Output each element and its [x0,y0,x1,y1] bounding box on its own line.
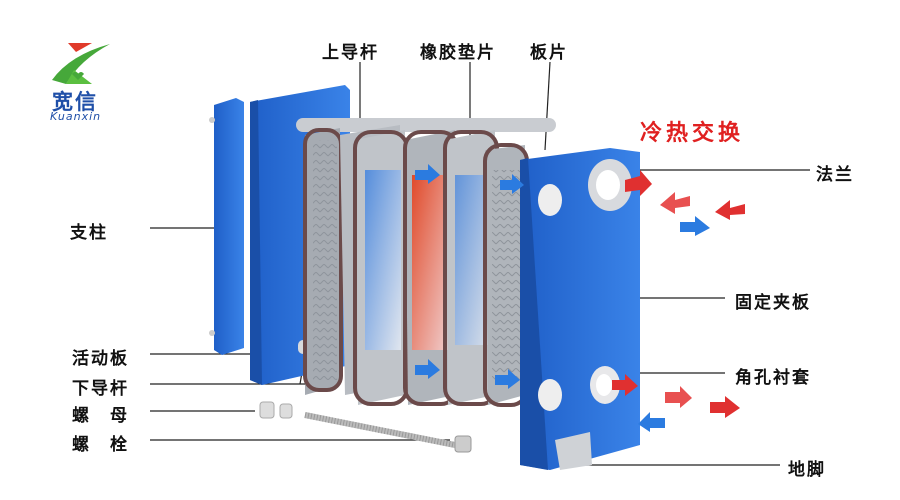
logo-mark [52,43,110,84]
label-rubber-gasket: 橡胶垫片 [420,43,496,63]
foot [555,432,592,470]
bolt [304,412,472,453]
upper-guide-rod [296,118,556,132]
label-upper-guide-rod: 上导杆 [322,43,379,63]
logo-name-cn: 宽信 [52,90,98,114]
label-nut: 螺 母 [72,406,129,426]
label-flange: 法兰 [816,165,854,185]
corner-bushing [590,366,620,404]
flow-arrows [415,164,745,432]
fixed-clamp-plate [520,148,640,470]
nut [259,401,293,419]
diagram-title: 冷热交换 [640,120,745,146]
label-lower-guide-rod: 下导杆 [72,379,129,399]
label-movable-plate: 活动板 [72,349,129,369]
flange [588,159,632,211]
label-bolt: 螺 栓 [72,435,129,455]
label-fixed-clamp-plate: 固定夹板 [735,293,811,313]
label-plate: 板片 [530,43,568,63]
logo-name-en: Kuanxin [50,110,102,123]
support-column [209,98,244,355]
label-column: 支柱 [70,223,108,243]
plate-pack [303,125,529,407]
label-foot: 地脚 [788,460,826,480]
label-corner-bushing: 角孔衬套 [735,368,811,388]
